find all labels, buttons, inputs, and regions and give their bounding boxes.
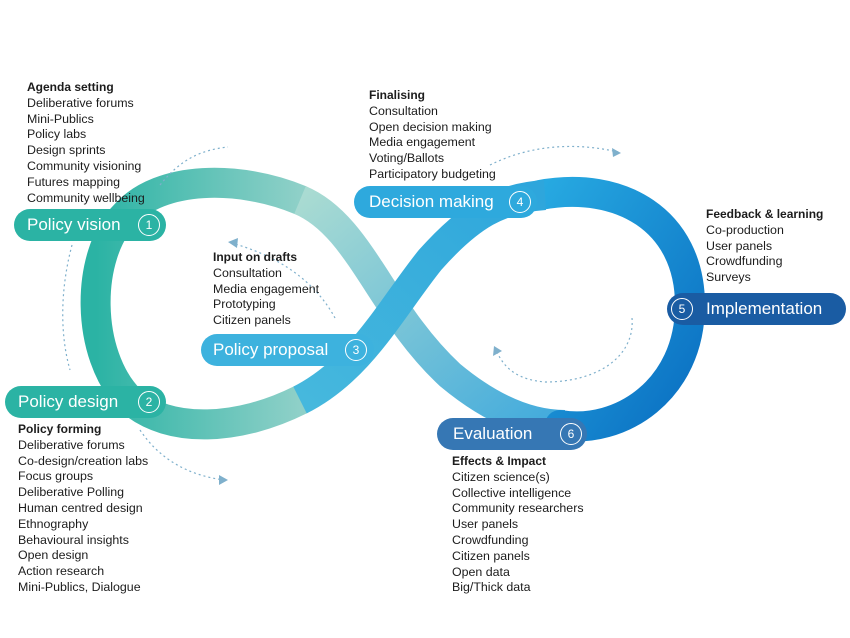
list-item: Behavioural insights	[18, 532, 129, 547]
flow-arrow-left	[62, 244, 73, 371]
list-item: Mini-Publics	[27, 111, 94, 126]
list-item: Community researchers	[452, 501, 584, 516]
stage-label: Implementation	[706, 299, 823, 318]
list-item: Deliberative Polling	[18, 485, 125, 500]
stage-label: Policy design	[18, 392, 119, 411]
block-title: Effects & Impact	[452, 454, 547, 468]
list-item: Mini-Publics, Dialogue	[18, 579, 141, 594]
list-item: Co-production	[706, 222, 784, 237]
list-item: Design sprints	[27, 143, 106, 158]
list-item: Participatory budgeting	[369, 166, 496, 181]
stage-label: Policy proposal	[213, 340, 329, 359]
effects-impact-block: Effects & Impact Citizen science(s) Coll…	[452, 454, 584, 596]
block-title: Agenda setting	[27, 80, 114, 94]
block-title: Input on drafts	[213, 250, 297, 264]
stage-number-badge: 5	[671, 298, 693, 320]
list-item: Open decision making	[369, 119, 492, 134]
list-item: Citizen panels	[213, 313, 291, 328]
list-item: Prototyping	[213, 297, 276, 312]
input-on-drafts-block: Input on drafts Consultation Media engag…	[213, 250, 319, 329]
left-loop	[80, 167, 315, 440]
arrowhead-center	[228, 238, 238, 248]
list-item: Consultation	[369, 103, 438, 118]
list-item: Collective intelligence	[452, 485, 572, 500]
list-item: Open design	[18, 548, 89, 563]
list-item: Co-design/creation labs	[18, 453, 149, 468]
list-item: Action research	[18, 564, 105, 579]
arrowhead-top-right	[612, 148, 621, 157]
list-item: User panels	[452, 517, 519, 532]
arrowhead-bottom-left	[219, 475, 228, 485]
list-item: Community wellbeing	[27, 190, 145, 205]
flow-arrow-inner-right	[496, 317, 633, 383]
stage-policy-proposal: Policy proposal 3	[201, 334, 374, 366]
flow-arrow-center	[234, 243, 336, 319]
flow-arrow-bottom-left	[139, 429, 226, 481]
stage-label: Decision making	[369, 192, 494, 211]
stage-decision-making: Decision making 4	[354, 186, 537, 218]
list-item: Open data	[452, 564, 510, 579]
list-item: Voting/Ballots	[369, 151, 445, 166]
stage-number-badge: 2	[138, 391, 160, 413]
list-item: Surveys	[706, 270, 751, 285]
list-item: Futures mapping	[27, 174, 120, 189]
flow-arrow-top-right	[489, 145, 619, 166]
crossing-strand-down	[293, 186, 566, 440]
list-item: Media engagement	[369, 135, 476, 150]
list-item: Citizen science(s)	[452, 469, 550, 484]
list-item: Community visioning	[27, 158, 142, 173]
list-item: Ethnography	[18, 516, 89, 531]
list-item: Human centred design	[18, 500, 143, 515]
policy-forming-block: Policy forming Deliberative forums Co-de…	[18, 422, 148, 596]
arrowhead-inner-right	[493, 346, 502, 356]
block-title: Finalising	[369, 88, 426, 102]
agenda-setting-block: Agenda setting Deliberative forums Mini-…	[27, 80, 145, 206]
list-item: Media engagement	[213, 281, 320, 296]
stage-label: Policy vision	[27, 215, 121, 234]
stage-policy-vision: Policy vision 1	[14, 209, 166, 241]
stage-number-badge: 3	[345, 339, 367, 361]
list-item: Policy labs	[27, 127, 87, 142]
list-item: Deliberative forums	[18, 437, 125, 452]
stage-number-badge: 4	[509, 191, 531, 213]
flow-arrow-top-left	[159, 146, 229, 186]
list-item: Citizen panels	[452, 548, 530, 563]
list-item: Big/Thick data	[452, 580, 531, 595]
stage-number-badge: 6	[560, 423, 582, 445]
list-item: Deliberative forums	[27, 95, 134, 110]
list-item: Focus groups	[18, 469, 94, 484]
stage-implementation: Implementation 5	[667, 293, 846, 325]
block-title: Feedback & learning	[706, 207, 824, 221]
stage-number-badge: 1	[138, 214, 160, 236]
list-item: Crowdfunding	[706, 254, 783, 269]
list-item: User panels	[706, 238, 773, 253]
feedback-learning-block: Feedback & learning Co-production User p…	[706, 207, 823, 286]
finalising-block: Finalising Consultation Open decision ma…	[369, 88, 496, 183]
block-title: Policy forming	[18, 422, 102, 436]
list-item: Crowdfunding	[452, 532, 529, 547]
list-item: Consultation	[213, 265, 282, 280]
stage-label: Evaluation	[453, 424, 533, 443]
stage-evaluation: Evaluation 6	[437, 418, 587, 450]
stage-policy-design: Policy design 2	[5, 386, 166, 418]
